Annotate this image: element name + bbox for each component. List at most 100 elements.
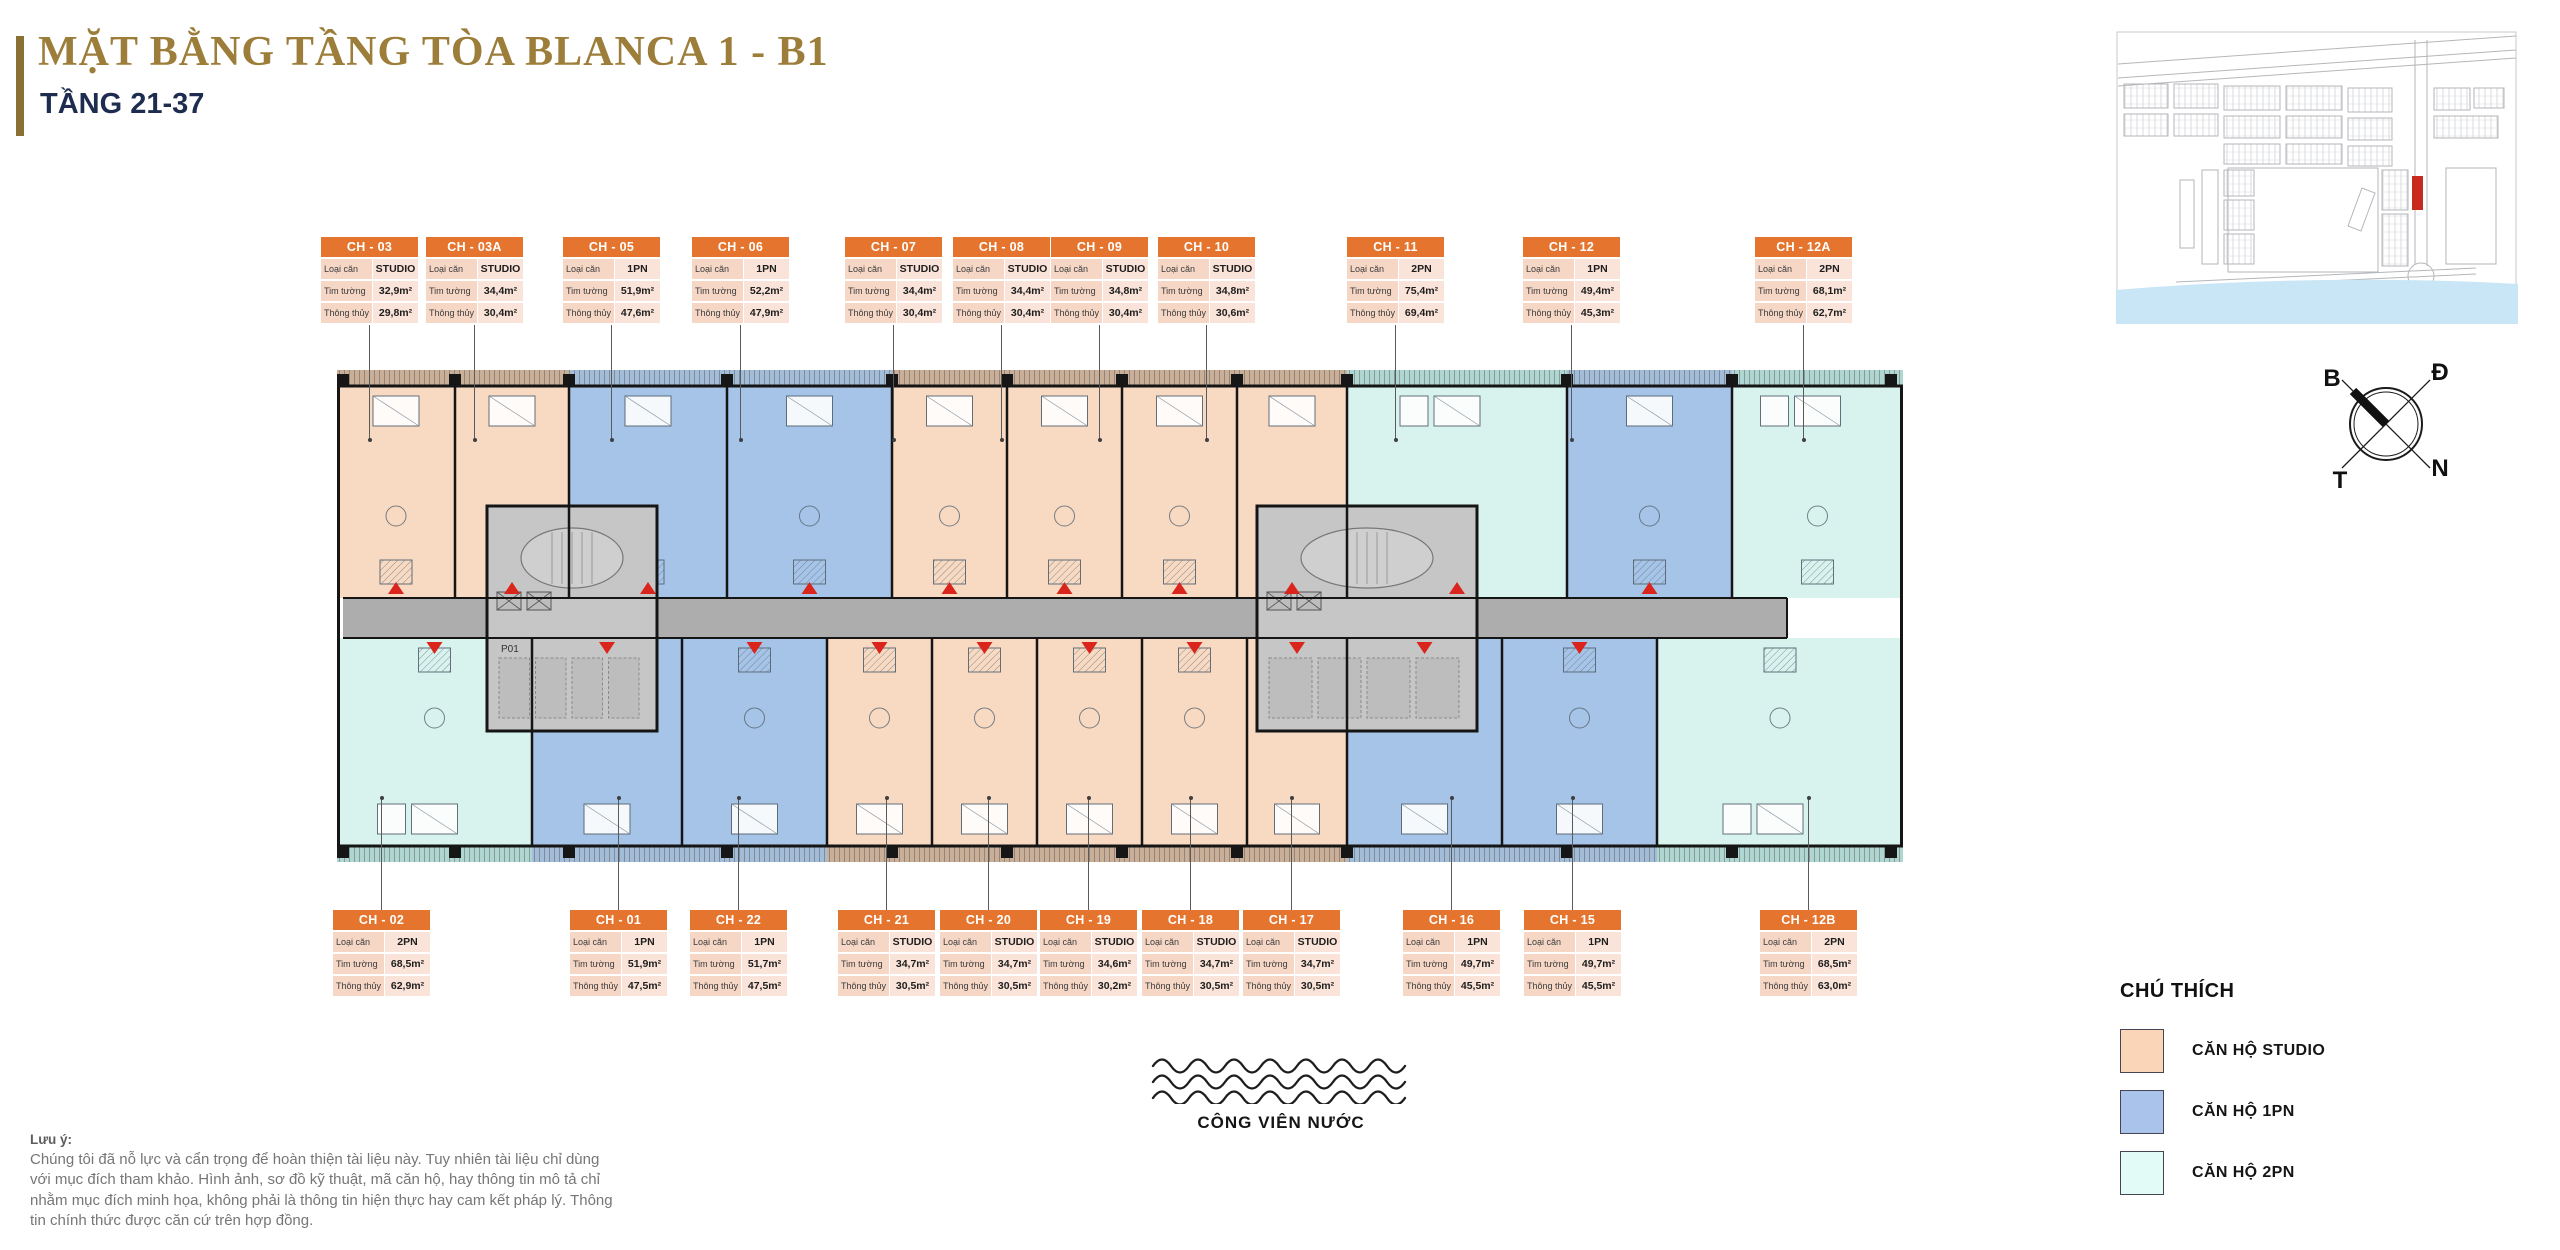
- unit-card-title: CH - 02: [333, 910, 430, 930]
- legend-title: CHÚ THÍCH: [2120, 980, 2235, 1002]
- unit-card-field-value: 51,9m²: [615, 281, 660, 301]
- compass-label-east: Đ: [2431, 359, 2448, 386]
- unit-card-field-label: Thông thủy: [1523, 303, 1574, 323]
- unit-card-field-value: 1PN: [744, 259, 789, 279]
- leader-dot: [367, 438, 372, 442]
- unit-card-field-value: 1PN: [1575, 259, 1620, 279]
- unit-card-field-label: Thông thủy: [1142, 976, 1193, 996]
- unit-card-field-value: STUDIO: [1194, 932, 1239, 952]
- unit-card-field-label: Loại căn: [1523, 259, 1574, 279]
- unit-card-field-label: Thông thủy: [1524, 976, 1575, 996]
- floor-plan: P01: [337, 366, 1903, 866]
- unit-card-title: CH - 17: [1243, 910, 1340, 930]
- unit-card-field-value: 47,9m²: [744, 303, 789, 323]
- unit-card-field-value: 34,7m²: [890, 954, 935, 974]
- unit-card-field-label: Thông thủy: [940, 976, 991, 996]
- legend-swatch-1pn: [2120, 1090, 2164, 1134]
- unit-card-field-label: Tim tường: [570, 954, 621, 974]
- unit-card-field-label: Loại căn: [1051, 259, 1102, 279]
- unit-card-field-value: 52,2m²: [744, 281, 789, 301]
- unit-card-field-label: Tim tường: [1243, 954, 1294, 974]
- unit-card-field-label: Thông thủy: [570, 976, 621, 996]
- unit-card-field-label: Tim tường: [426, 281, 477, 301]
- unit-card-field-label: Thông thủy: [1040, 976, 1091, 996]
- unit-card-title: CH - 06: [692, 237, 789, 257]
- leader-line: [1572, 798, 1573, 910]
- leader-line: [381, 798, 382, 910]
- unit-card-field-label: Thông thủy: [1158, 303, 1209, 323]
- unit-card-field-value: 63,0m²: [1812, 976, 1857, 996]
- unit-card-field-label: Loại căn: [570, 932, 621, 952]
- compass-label-west: T: [2333, 467, 2348, 494]
- leader-line: [618, 798, 619, 910]
- unit-card-field-label: Tim tường: [1755, 281, 1806, 301]
- unit-card-field-value: 45,5m²: [1576, 976, 1621, 996]
- water-park-label-group: CÔNG VIÊN NƯỚC: [1148, 1056, 1414, 1133]
- unit-card-field-value: 49,4m²: [1575, 281, 1620, 301]
- leader-dot: [736, 796, 741, 800]
- unit-card-field-value: STUDIO: [478, 259, 523, 279]
- leader-dot: [738, 438, 743, 442]
- unit-card-field-label: Loại căn: [563, 259, 614, 279]
- unit-card-title: CH - 22: [690, 910, 787, 930]
- unit-card-field-value: 32,9m²: [373, 281, 418, 301]
- unit-card-field-label: Thông thủy: [1051, 303, 1102, 323]
- unit-card-field-value: 34,4m²: [897, 281, 942, 301]
- leader-line: [740, 325, 741, 440]
- leader-dot: [1289, 796, 1294, 800]
- compass-needle: [2349, 387, 2390, 428]
- leader-dot: [379, 796, 384, 800]
- unit-card-field-label: Tim tường: [692, 281, 743, 301]
- unit-card-field-label: Loại căn: [1524, 932, 1575, 952]
- unit-card-field-label: Loại căn: [1403, 932, 1454, 952]
- unit-card-field-label: Thông thủy: [333, 976, 384, 996]
- unit-card-title: CH - 16: [1403, 910, 1500, 930]
- unit-card-field-label: Thông thủy: [1403, 976, 1454, 996]
- unit-card-field-value: 45,5m²: [1455, 976, 1500, 996]
- unit-card-field-label: Thông thủy: [692, 303, 743, 323]
- unit-card-field-label: Thông thủy: [1760, 976, 1811, 996]
- leader-line: [1291, 798, 1292, 910]
- unit-card-title: CH - 18: [1142, 910, 1239, 930]
- leader-dot: [884, 796, 889, 800]
- unit-card-field-value: 1PN: [622, 932, 667, 952]
- unit-card-field-label: Tim tường: [333, 954, 384, 974]
- unit-card-field-label: Loại căn: [1347, 259, 1398, 279]
- legend-swatch-2pn: [2120, 1151, 2164, 1195]
- unit-card-title: CH - 10: [1158, 237, 1255, 257]
- unit-card-field-label: Tim tường: [1523, 281, 1574, 301]
- unit-card-title: CH - 11: [1347, 237, 1444, 257]
- compass-label-south: N: [2431, 455, 2448, 482]
- unit-card-field-value: STUDIO: [992, 932, 1037, 952]
- note-title: Lưu ý:: [30, 1132, 73, 1147]
- water-park-label: CÔNG VIÊN NƯỚC: [1197, 1113, 1365, 1132]
- leader-dot: [472, 438, 477, 442]
- unit-card-field-label: Loại căn: [321, 259, 372, 279]
- leader-dot: [1569, 438, 1574, 442]
- leader-line: [1571, 325, 1572, 440]
- leader-line: [1190, 798, 1191, 910]
